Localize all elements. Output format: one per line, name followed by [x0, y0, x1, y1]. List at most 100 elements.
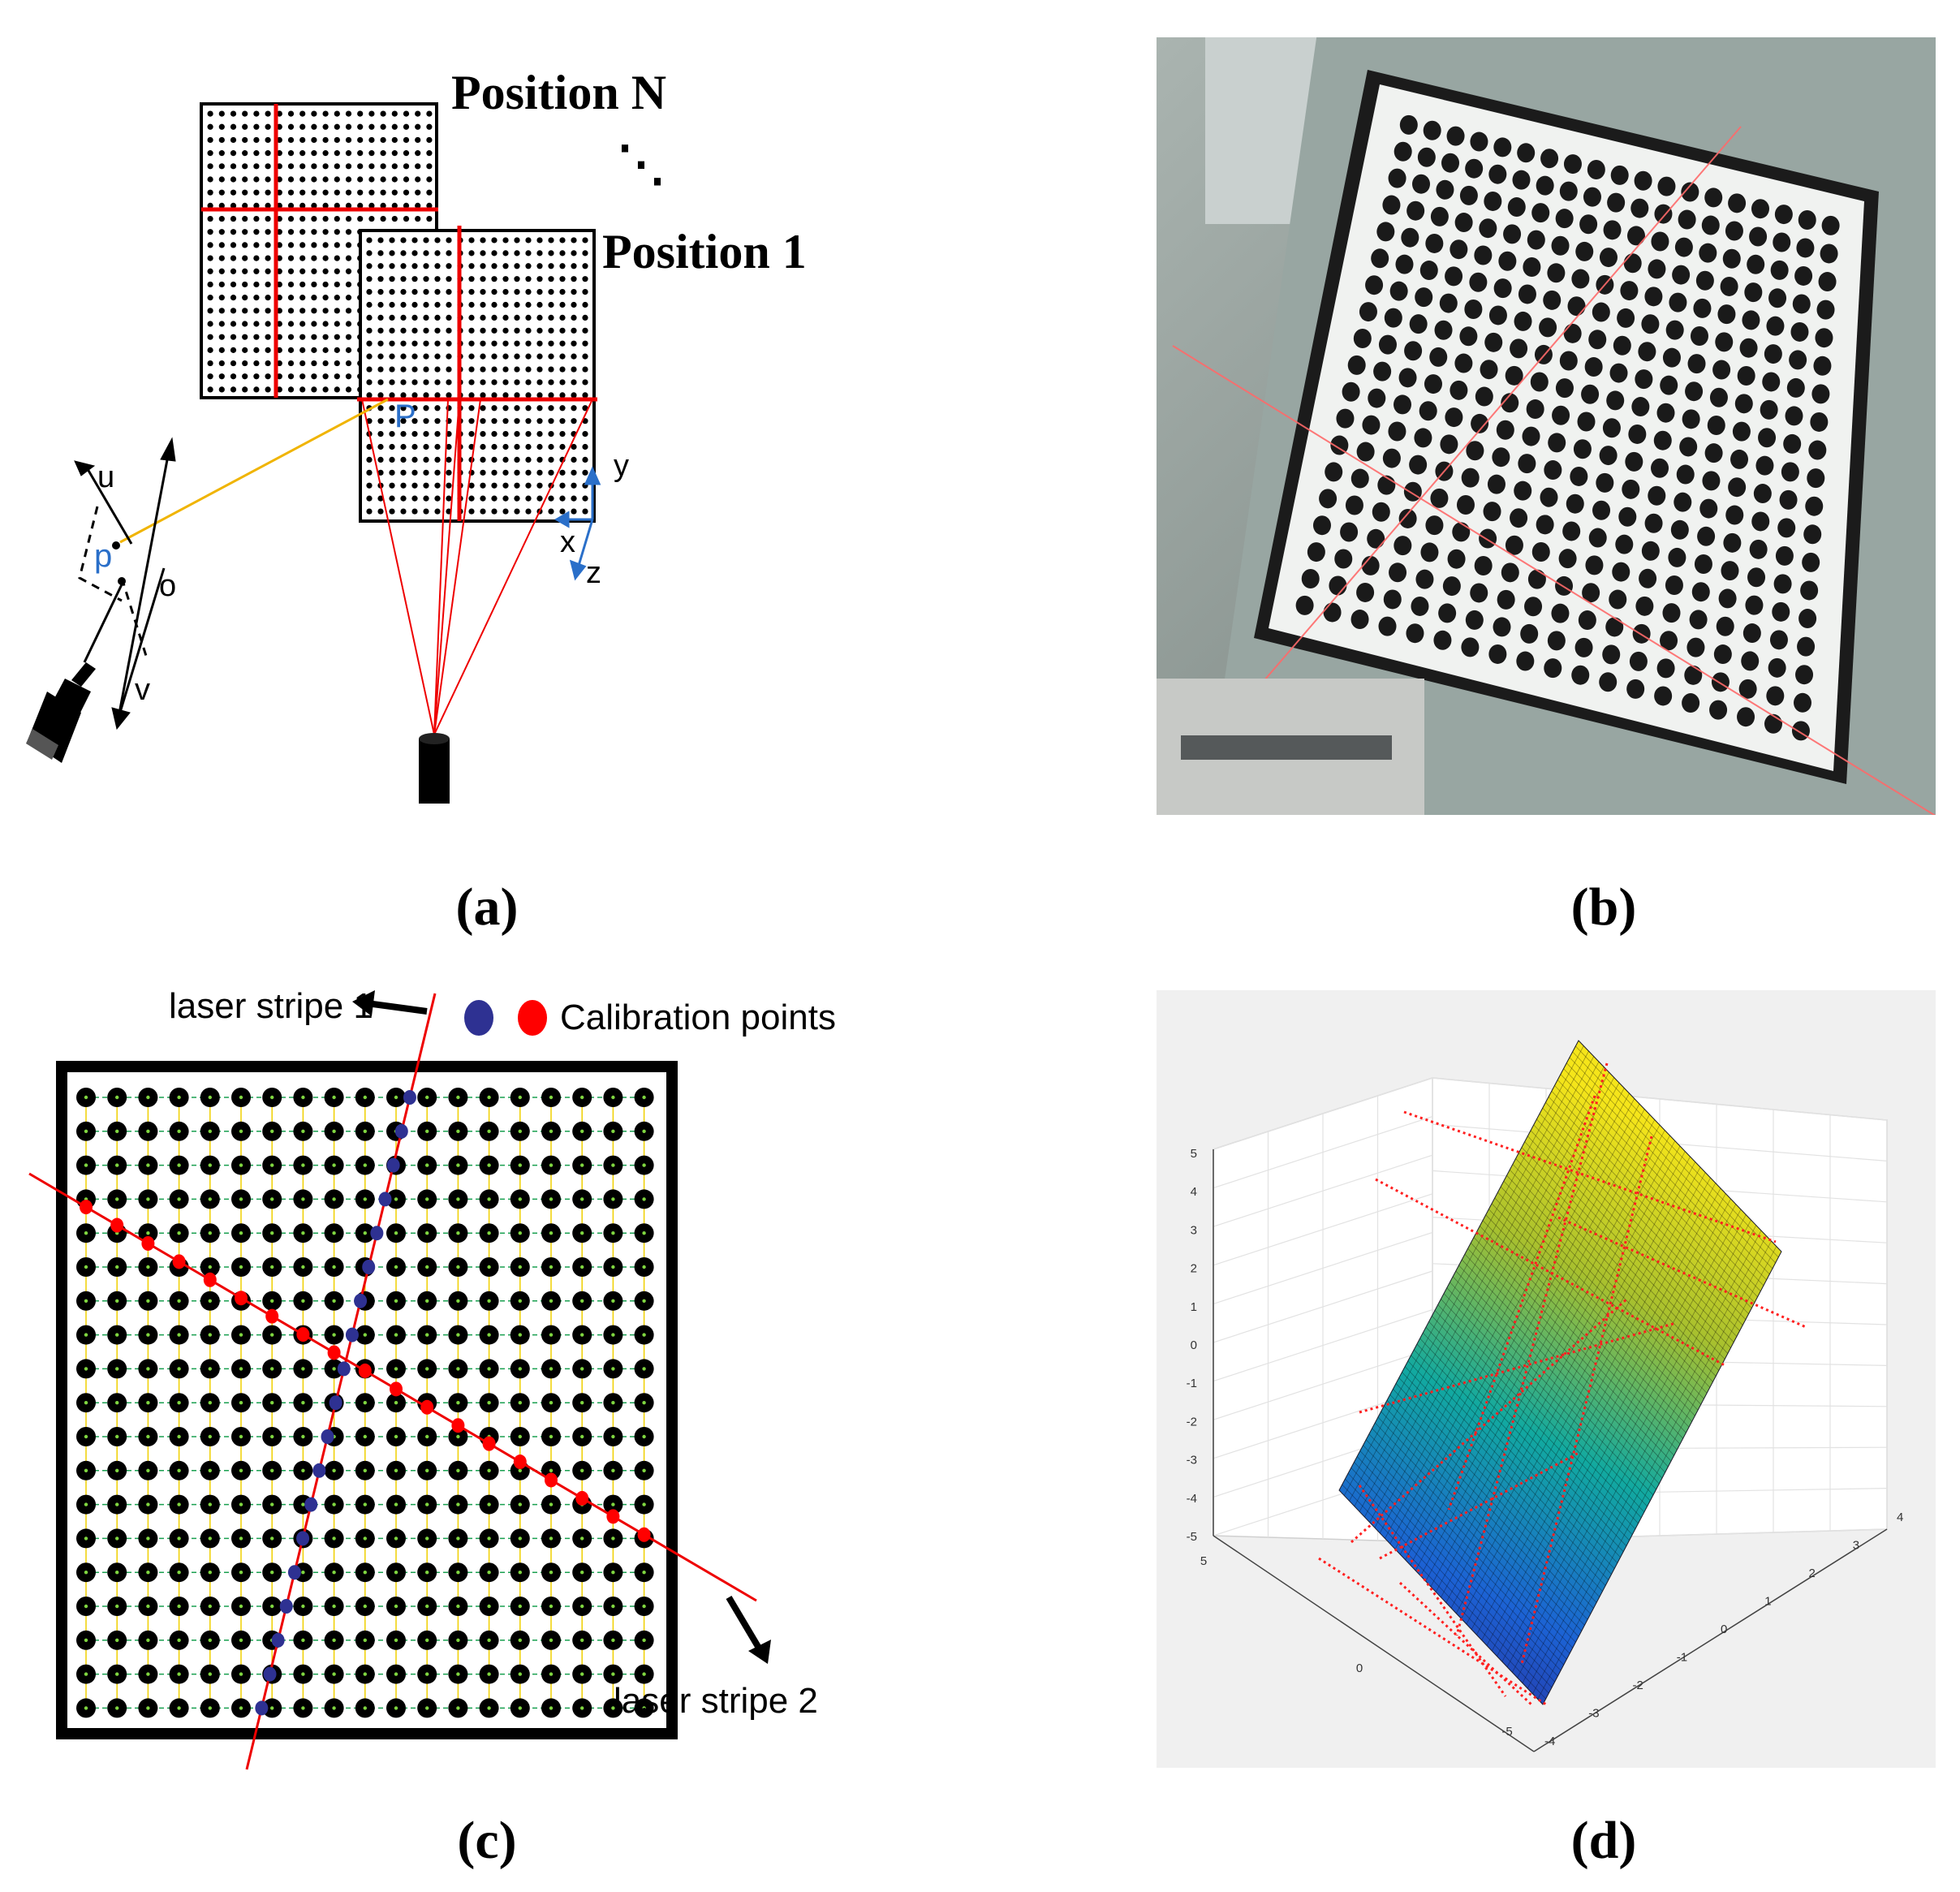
dot-center: [177, 1502, 181, 1506]
dot-center: [84, 1367, 88, 1371]
board-dot: [548, 340, 554, 347]
photo-dot: [1406, 200, 1425, 221]
board-dot: [218, 202, 225, 209]
board-dot: [514, 405, 520, 412]
photo-dot: [1474, 556, 1493, 576]
dot-center: [301, 1502, 305, 1506]
photo-dot: [1641, 314, 1660, 334]
board-dot: [468, 508, 475, 515]
board-dot: [525, 340, 532, 347]
board-dot: [322, 136, 329, 144]
board-dot: [345, 242, 352, 248]
mesh-line: [1437, 1304, 1642, 1519]
board-dot: [548, 430, 554, 437]
board-dot: [536, 301, 543, 308]
photo-dot: [1454, 353, 1473, 373]
dot-center: [549, 1163, 554, 1167]
dot-center: [115, 1367, 119, 1371]
calib-point-stripe-2: [606, 1509, 620, 1524]
photo-dot: [1424, 374, 1442, 394]
dot-center: [84, 1536, 88, 1541]
photo-dot: [1540, 149, 1559, 169]
board-dot: [480, 288, 486, 295]
photo-dot: [1657, 176, 1676, 196]
board-dot: [480, 250, 486, 256]
photo-dot: [1470, 583, 1488, 603]
board-dot: [415, 215, 421, 222]
board-dot: [536, 276, 543, 282]
board-dot: [389, 288, 395, 295]
board-dot: [468, 314, 475, 321]
dot-center: [177, 1468, 181, 1472]
board-dot: [514, 482, 520, 489]
photo-dot: [1445, 266, 1463, 287]
board-dot: [400, 430, 407, 437]
photo-dot: [1493, 617, 1511, 637]
calibration-photo: [1157, 37, 1936, 815]
photo-dot: [1741, 651, 1760, 671]
dot-center: [580, 1706, 584, 1710]
board-dot: [480, 301, 486, 308]
photo-dot: [1815, 328, 1833, 348]
photo-dot: [1728, 477, 1747, 498]
board-dot: [536, 405, 543, 412]
dot-center: [301, 1604, 305, 1609]
photo-dot: [1603, 220, 1622, 240]
dot-center: [518, 1604, 522, 1609]
board-dot: [345, 163, 352, 170]
board-dot: [548, 327, 554, 334]
board-dot: [434, 443, 441, 450]
board-dot: [377, 366, 384, 373]
calib-point-stripe-2: [482, 1436, 496, 1451]
photo-dot: [1796, 238, 1815, 258]
board-dot: [377, 276, 384, 282]
board-dot: [582, 379, 588, 386]
photo-dot: [1566, 493, 1584, 514]
photo-dot: [1592, 302, 1610, 322]
board-dot: [368, 189, 375, 196]
dot-center: [580, 1129, 584, 1133]
board-dot: [389, 482, 395, 489]
y-tick-label: -5: [1501, 1725, 1512, 1739]
dot-center: [146, 1672, 150, 1676]
dot-center: [642, 1571, 646, 1575]
photo-dot: [1425, 233, 1444, 253]
photo-dot: [1547, 263, 1566, 283]
board-dot: [299, 176, 306, 183]
board-dot: [536, 250, 543, 256]
board-dot: [446, 327, 452, 334]
photo-dot: [1551, 603, 1570, 623]
dot-center: [518, 1163, 522, 1167]
dot-center: [394, 1231, 398, 1235]
dot-center: [580, 1231, 584, 1235]
photo-dot: [1610, 165, 1629, 185]
board-dot: [411, 314, 418, 321]
board-dot: [434, 301, 441, 308]
mesh-line: [1359, 1061, 1600, 1512]
board-dot: [502, 301, 509, 308]
board-dot: [345, 202, 352, 209]
laser-point-line: [1447, 1095, 1596, 1511]
dot-center: [115, 1638, 119, 1642]
dot-center: [642, 1231, 646, 1235]
photo-dot: [1430, 488, 1449, 508]
board-dot: [403, 110, 410, 117]
board-dot: [400, 237, 407, 244]
board-dot: [207, 373, 213, 380]
board-dot: [334, 202, 340, 209]
board-dot: [525, 469, 532, 476]
photo-dot: [1682, 409, 1700, 429]
calib-point-stripe-2: [637, 1527, 651, 1542]
dot-center: [177, 1367, 181, 1371]
board-dot: [502, 379, 509, 386]
board-dot: [514, 340, 520, 347]
dot-center: [642, 1299, 646, 1303]
photo-dot: [1779, 489, 1798, 510]
board-dot: [345, 321, 352, 327]
board-dot: [345, 229, 352, 235]
board-dot: [207, 242, 213, 248]
photo-dot: [1693, 298, 1712, 318]
board-dot: [366, 456, 373, 463]
board-dot: [207, 255, 213, 261]
board-dot: [480, 418, 486, 425]
